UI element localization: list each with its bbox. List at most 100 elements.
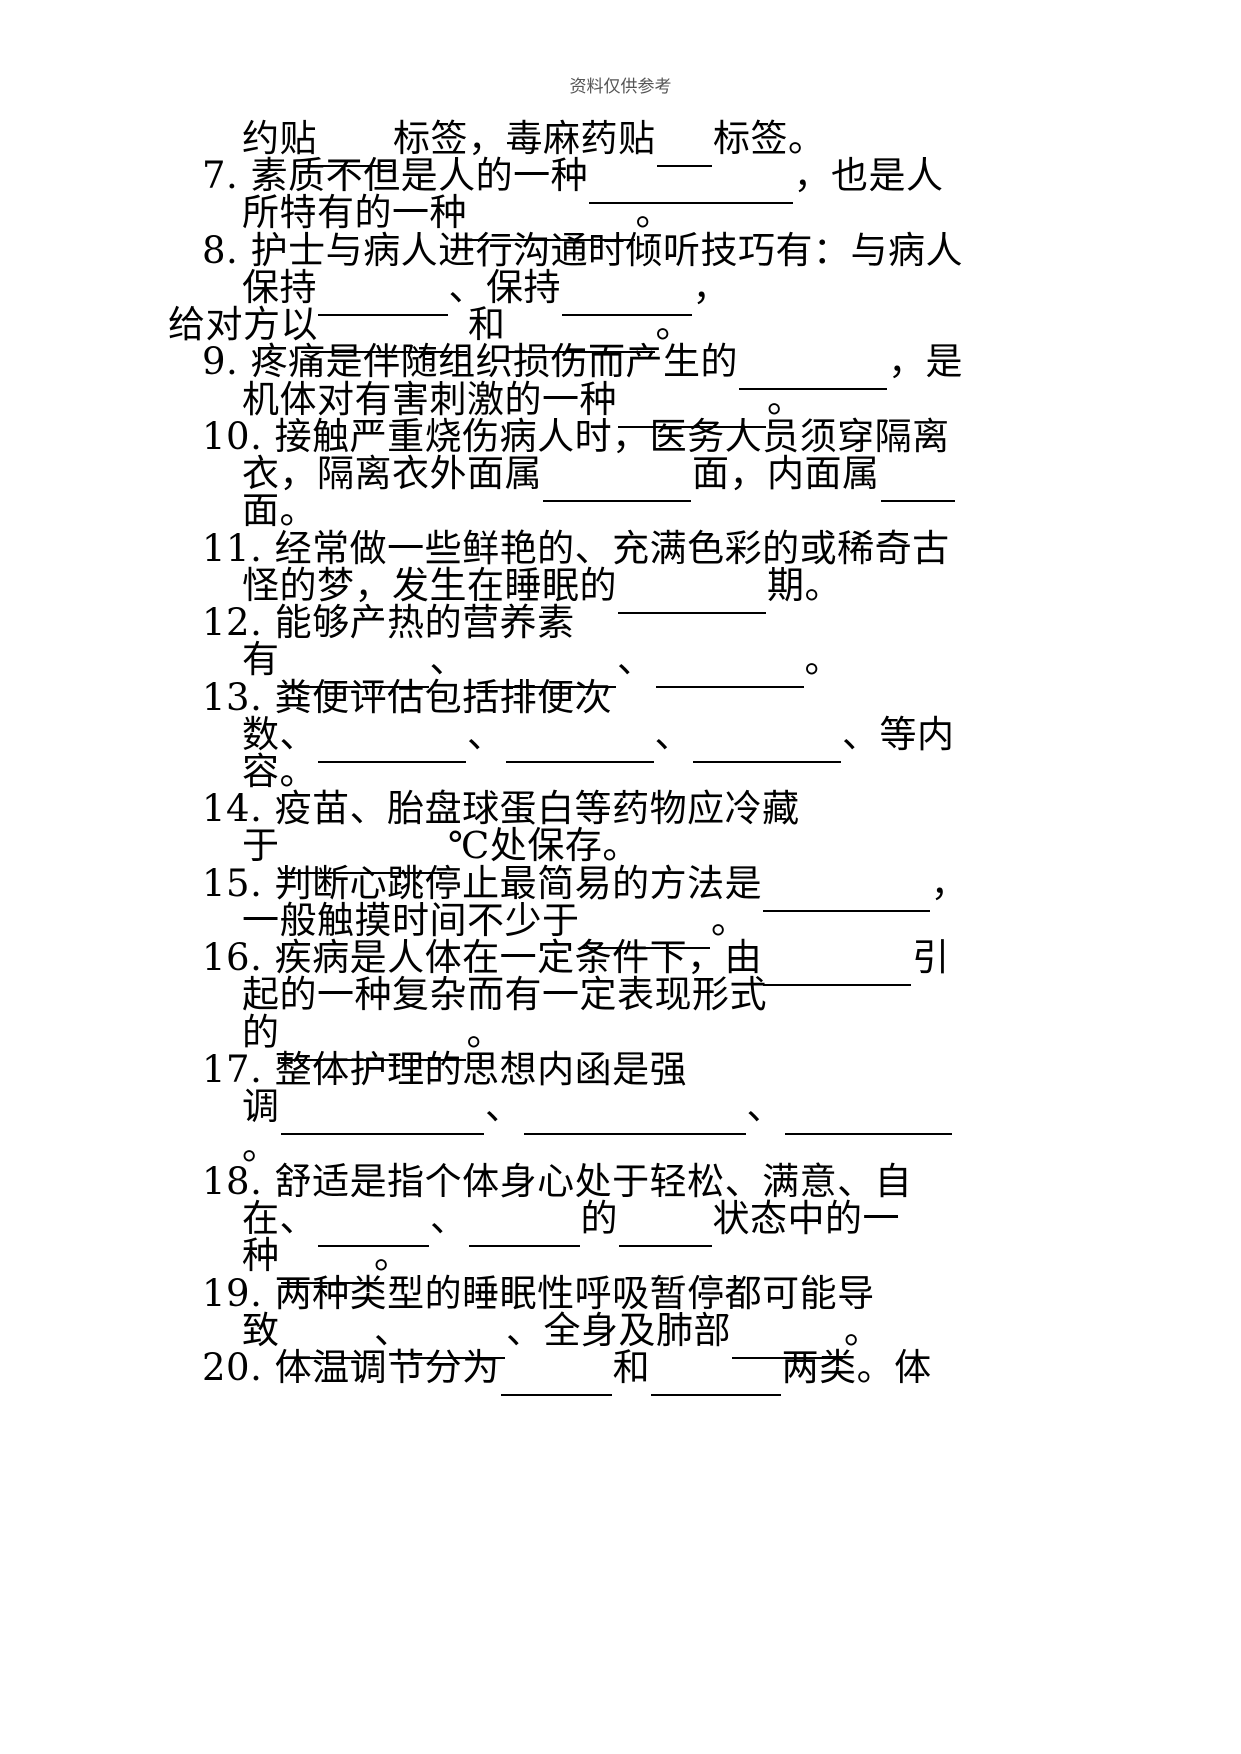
text-line: 于_________℃处保存。 [242,825,640,874]
fill-in-blank[interactable]: ________ [468,652,616,688]
fill-in-blank[interactable]: ________ [618,392,766,428]
fill-in-blank[interactable]: __________ [280,1025,466,1061]
line-text: 11. [202,527,263,570]
line-text: 、 [746,1085,784,1128]
line-text: 舒适是指个体身心处于轻松、满意、自 [262,1160,913,1203]
text-line: 15. 判断心跳停止最简易的方法是_________， [202,863,968,912]
text-line: 11. 经常做一些鲜艳的、充满色彩的或稀奇古 [202,528,950,570]
line-text: 14. [202,787,263,830]
line-text: 、 [467,713,505,756]
line-text: 8. 护士与病人进行沟通时倾听技巧有：与病人 [202,229,964,272]
fill-in-blank[interactable]: _________ [280,838,447,874]
text-line: 种_____。 [242,1235,412,1284]
line-text: 。 [374,1234,412,1277]
fill-in-blank[interactable]: _____ [412,1323,505,1359]
line-text: 、 [617,638,655,681]
line-text: 17. [202,1048,263,1091]
line-text: ， [930,862,969,905]
fill-in-blank[interactable]: _______ [562,280,692,316]
fill-in-blank[interactable]: ________ [655,652,804,688]
line-text: 两类。体 [781,1346,932,1389]
fill-in-blank[interactable]: ________ [280,652,429,688]
text-line: 12. 能够产热的营养素 [202,602,575,644]
line-text: 、 [374,1309,412,1352]
fill-in-blank[interactable]: ________ [506,317,655,353]
text-line: 约贴____标签，毒麻药贴___标签。 [242,118,826,167]
fill-in-blank[interactable]: _____ [619,1211,712,1247]
line-text: 期。 [767,564,842,607]
fill-in-blank[interactable]: ____ [318,131,392,167]
line-text: 的 [580,1197,618,1240]
text-line: 8. 护士与病人进行沟通时倾听技巧有：与病人 [202,230,963,272]
line-text: 、全身及肺部 [506,1309,731,1352]
fill-in-blank[interactable]: _________ [785,1099,952,1135]
line-text: ， [692,266,730,309]
text-line: 。 [242,1126,280,1168]
line-text: 7. 素质不但是人的一种 [202,154,589,197]
fill-in-blank[interactable]: ______ [318,1211,429,1247]
line-text: 9. 疼痛是伴随组织损伤而产生的 [202,340,739,383]
text-line: 16. 疾病是人体在一定条件下，由________引 [202,937,950,986]
fill-in-blank[interactable]: ___________ [280,1099,484,1135]
text-line: 的__________。 [242,1012,504,1061]
line-text: 致 [242,1309,280,1352]
line-text: 标签，毒麻药贴 [393,117,656,160]
line-text: 容。 [242,750,317,793]
line-text: 疫苗、胎盘球蛋白等药物应冷藏 [262,787,800,830]
fill-in-blank[interactable]: ________ [318,727,466,763]
line-text: 15. [202,862,263,905]
fill-in-blank[interactable]: ________ [739,354,888,390]
fill-in-blank[interactable]: _____ [280,1248,373,1284]
line-text: 18. [202,1160,263,1203]
line-text: 、 [430,1197,468,1240]
line-text: 。 [804,638,842,681]
line-text: 面。 [242,489,317,532]
line-text: 10. [202,415,263,458]
line-text: 。 [711,899,749,942]
page-header: 资料仅供参考 [569,77,672,97]
line-text: 种 [242,1234,280,1277]
line-text: 有 [242,638,280,681]
text-line: 面。 [242,490,317,532]
line-text: 。 [844,1309,882,1352]
line-text: 数、 [242,713,317,756]
text-line: 13. 粪便评估包括排便次 [202,677,612,719]
fill-in-blank[interactable]: ____ [880,466,955,502]
text-line: 保持_______、保持_______， [242,267,730,316]
fill-in-blank[interactable]: ______ [500,1360,612,1396]
line-text: 引 [912,936,950,979]
fill-in-blank[interactable]: ________ [319,317,467,353]
text-line: 起的一种复杂而有一定表现形式 [242,974,767,1016]
text-line: 数、________、________、________、等内 [242,714,955,763]
fill-in-blank[interactable]: _______ [651,1360,781,1396]
fill-in-blank[interactable]: ________ [763,950,912,986]
line-text: 疾病是人体在一定条件下，由 [262,936,763,979]
fill-in-blank[interactable]: ________ [505,727,654,763]
text-line: 致_____、_____、全身及肺部______。 [242,1310,882,1359]
fill-in-blank[interactable]: _______ [580,913,710,949]
fill-in-blank[interactable]: ___________ [589,168,793,204]
fill-in-blank[interactable]: ____________ [523,1099,746,1135]
text-line: 20. 体温调节分为______和_______两类。体 [202,1347,932,1396]
line-text: 16. [202,936,263,979]
fill-in-blank[interactable]: ________ [618,578,766,614]
line-text: 、 [429,638,467,681]
text-line: 在、______、______的_____状态中的一 [242,1198,900,1247]
fill-in-blank[interactable]: _______ [318,280,448,316]
fill-in-blank[interactable]: _________ [763,876,930,912]
fill-in-blank[interactable]: _________ [468,205,635,241]
text-line: 怪的梦，发生在睡眠的________期。 [242,565,842,614]
fill-in-blank[interactable]: ________ [543,466,691,502]
fill-in-blank[interactable]: _____ [280,1323,373,1359]
line-text: 、 [485,1085,523,1128]
fill-in-blank[interactable]: ________ [693,727,841,763]
line-text: 起的一种复杂而有一定表现形式 [242,973,767,1016]
fill-in-blank[interactable]: ___ [656,131,712,167]
fill-in-blank[interactable]: ______ [732,1323,843,1359]
line-text: 、保持 [448,266,561,309]
text-line: 19. 两种类型的睡眠性呼吸暂停都可能导 [202,1273,875,1315]
fill-in-blank[interactable]: ______ [468,1211,580,1247]
line-text: 19. [202,1272,263,1315]
line-text: 。 [655,303,693,346]
line-text: 粪便评估包括排便次 [262,676,613,719]
